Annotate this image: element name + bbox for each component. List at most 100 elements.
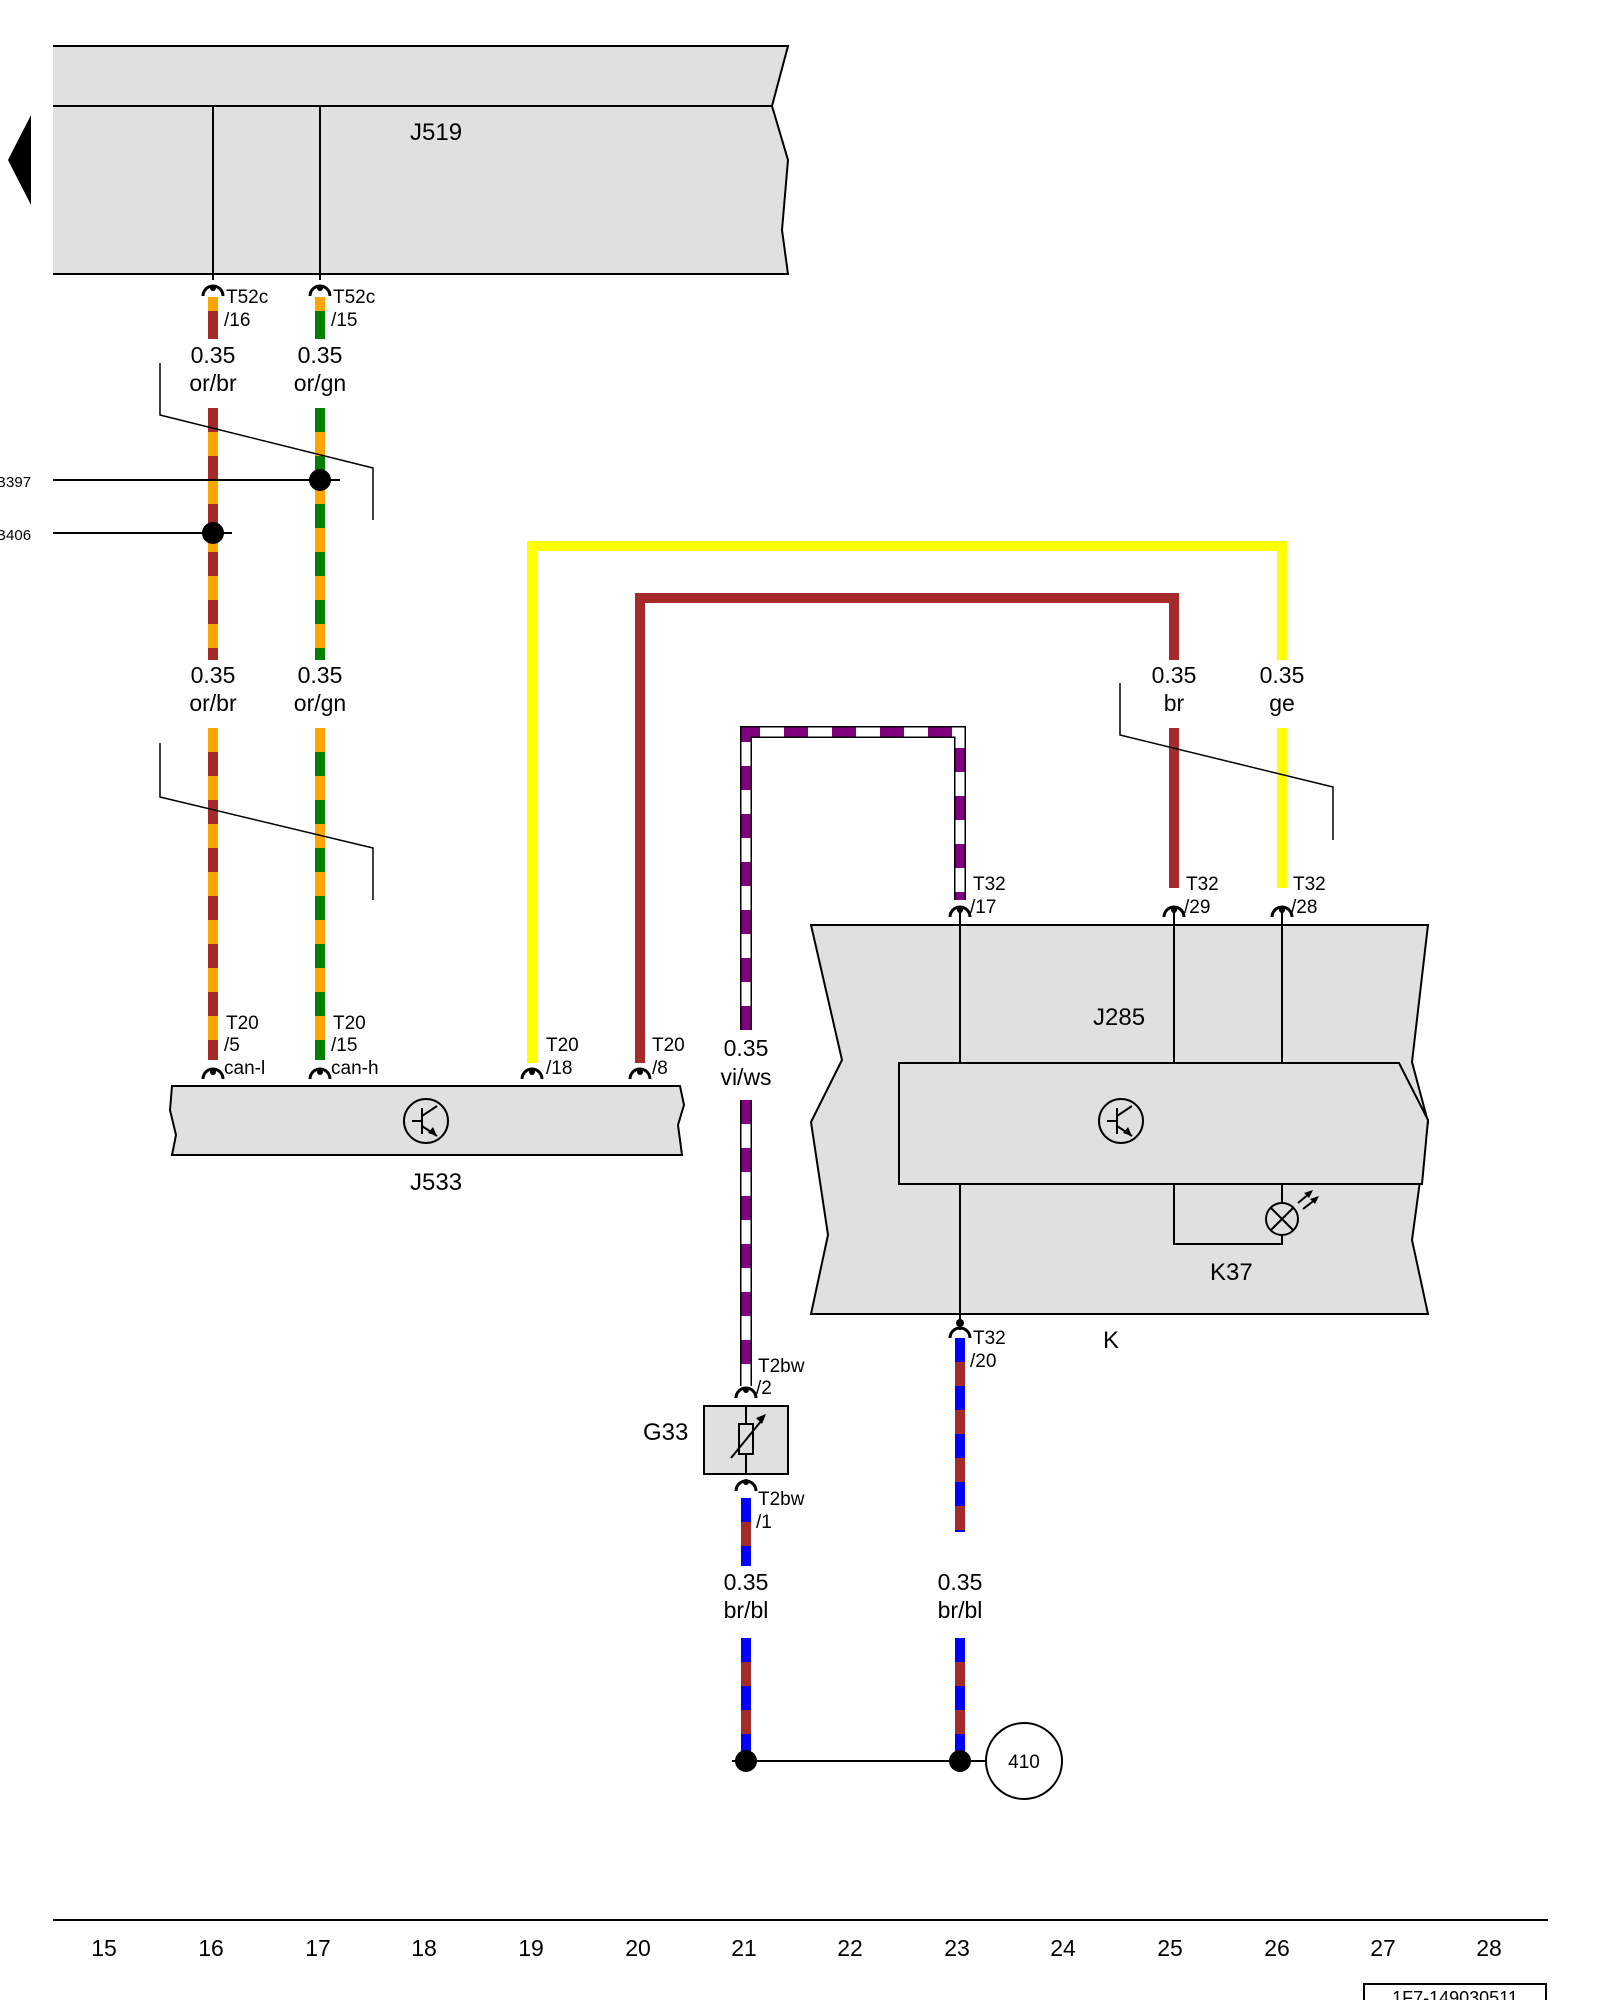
column-number: 25 <box>1157 1935 1183 1961</box>
transistor-icon <box>1098 1098 1144 1144</box>
column-number: 23 <box>944 1935 970 1961</box>
j533-gateway: J533 <box>168 1085 686 1196</box>
column-number: 22 <box>837 1935 863 1961</box>
ground-point-circle[interactable] <box>985 1722 1063 1800</box>
column-number: 15 <box>91 1935 117 1961</box>
connector-t52c-15-name: T52c <box>333 287 375 308</box>
brown-wire <box>635 593 1179 1063</box>
connector-t2bw-2-pin: /2 <box>756 1378 772 1399</box>
wire-label-color: vi/ws <box>720 1064 771 1090</box>
warning-lamp-icon <box>1265 1190 1319 1236</box>
connector-t2bw-1-name: T2bw <box>758 1489 805 1510</box>
connector-t20-18[interactable]: T20 /18 <box>520 1035 579 1080</box>
column-number: 17 <box>305 1935 331 1961</box>
connector-t20-5-name: T20 <box>226 1013 259 1034</box>
connector-t20-18-pin: /18 <box>546 1058 572 1079</box>
connector-t32-29-pin: /29 <box>1184 897 1210 918</box>
connector-t20-15-pin: /15 <box>331 1035 357 1056</box>
wire-label-color: or/br <box>189 690 237 716</box>
connector-t32-29-name: T32 <box>1186 874 1219 895</box>
column-number: 19 <box>518 1935 544 1961</box>
instrument-cluster-k: J285 K37 K <box>809 910 1430 1354</box>
splice-point-b406[interactable] <box>202 522 224 544</box>
connector-t32-17[interactable]: T32 /17 <box>948 874 1006 918</box>
connector-t32-17-name: T32 <box>973 874 1006 895</box>
wire-label-size: 0.35 <box>938 1569 983 1595</box>
splice-point-b397[interactable] <box>309 469 331 491</box>
connector-t2bw-2[interactable]: T2bw /2 <box>734 1356 805 1399</box>
yellow-wire <box>527 541 1287 1063</box>
connector-t20-18-name: T20 <box>546 1035 579 1056</box>
connector-t20-5[interactable]: T20 /5 can-l <box>201 1013 265 1080</box>
connector-t52c-16[interactable]: T52c /16 <box>201 284 268 331</box>
wire-label-color: br <box>1164 690 1185 716</box>
connector-t52c-15[interactable]: T52c /15 <box>308 284 375 331</box>
connector-t32-20-name: T32 <box>973 1328 1006 1349</box>
connector-t20-15-signal: can-h <box>331 1058 379 1079</box>
connector-t2bw-1-pin: /1 <box>756 1512 772 1533</box>
connector-t20-5-pin: /5 <box>224 1035 240 1056</box>
connector-t32-28-name: T32 <box>1293 874 1326 895</box>
column-number: 16 <box>198 1935 224 1961</box>
connector-t20-15[interactable]: T20 /15 can-h <box>308 1013 379 1080</box>
wire-label-size: 0.35 <box>1260 662 1305 688</box>
j519-label: J519 <box>410 119 462 146</box>
continuation-arrow-icon[interactable] <box>8 115 31 205</box>
splice-label-b406: B406 <box>0 527 31 544</box>
violet-white-wire <box>740 726 966 1386</box>
wire-label-size: 0.35 <box>298 342 343 368</box>
j285-label: J285 <box>1093 1004 1145 1031</box>
column-number: 26 <box>1264 1935 1290 1961</box>
wire-label-size: 0.35 <box>1152 662 1197 688</box>
ground-point-label: 410 <box>1008 1752 1040 1773</box>
connector-t32-17-pin: /17 <box>970 897 996 918</box>
wire-label-color: br/bl <box>938 1597 983 1623</box>
wire-label-size: 0.35 <box>191 342 236 368</box>
k-label: K <box>1103 1327 1119 1354</box>
column-number: 21 <box>731 1935 757 1961</box>
j519-control-unit: J519 <box>53 45 790 280</box>
splice-label-b397: B397 <box>0 474 31 491</box>
twisted-pair-bracket <box>1119 683 1334 840</box>
wire-label-size: 0.35 <box>298 662 343 688</box>
column-number: 27 <box>1370 1935 1396 1961</box>
wire-label-color: or/gn <box>294 690 346 716</box>
wire-label-color: br/bl <box>724 1597 769 1623</box>
g33-sensor: G33 <box>643 1405 789 1475</box>
ground-junction-point[interactable] <box>735 1750 757 1772</box>
column-number: 18 <box>411 1935 437 1961</box>
connector-t32-20-pin: /20 <box>970 1351 996 1372</box>
ground-junction-point[interactable] <box>949 1750 971 1772</box>
j285-control-unit <box>898 1062 1430 1185</box>
connector-t32-28[interactable]: T32 /28 <box>1270 874 1326 918</box>
connector-t32-20[interactable]: T32 /20 <box>948 1319 1006 1372</box>
wire-label-size: 0.35 <box>724 1035 769 1061</box>
connector-t20-15-name: T20 <box>333 1013 366 1034</box>
twisted-pair-bracket <box>159 363 374 520</box>
connector-t20-8-name: T20 <box>652 1035 685 1056</box>
connector-t32-29[interactable]: T32 /29 <box>1162 874 1219 918</box>
connector-t52c-16-name: T52c <box>226 287 268 308</box>
j533-label: J533 <box>410 1169 462 1196</box>
connector-t52c-15-pin: /15 <box>331 310 357 331</box>
connector-t52c-16-pin: /16 <box>224 310 250 331</box>
column-number: 24 <box>1050 1935 1076 1961</box>
wire-label-color: ge <box>1269 690 1295 716</box>
twisted-pair-bracket <box>159 743 374 900</box>
variable-resistor-icon <box>730 1406 766 1474</box>
column-number: 28 <box>1476 1935 1502 1961</box>
document-id: 1F7-149030511 <box>1392 1988 1518 2000</box>
can-high-wire <box>315 297 325 1060</box>
wire-label-color: or/br <box>189 370 237 396</box>
connector-t2bw-1[interactable]: T2bw /1 <box>734 1479 805 1533</box>
k37-label: K37 <box>1210 1259 1253 1286</box>
wire-label-color: or/gn <box>294 370 346 396</box>
column-number: 20 <box>625 1935 651 1961</box>
document-id-box <box>1363 1983 1547 2000</box>
g33-label: G33 <box>643 1419 688 1446</box>
connector-t20-5-signal: can-l <box>224 1058 265 1079</box>
connector-t32-28-pin: /28 <box>1291 897 1317 918</box>
wire-label-size: 0.35 <box>191 662 236 688</box>
connector-t20-8[interactable]: T20 /8 <box>628 1035 685 1080</box>
